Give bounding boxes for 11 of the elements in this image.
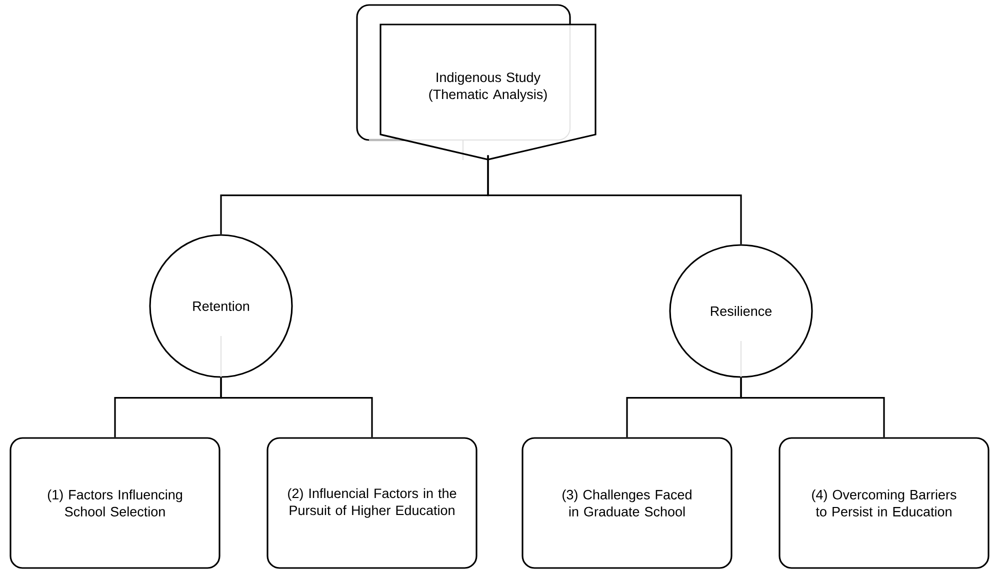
connector bbox=[740, 378, 885, 438]
rounded-box: (3) Challenges Faced in Graduate School bbox=[522, 437, 732, 569]
rounded-box: (2) Influencial Factors in the Pursuit of Higher Education bbox=[266, 437, 478, 569]
node-label: Indigenous Study (Thematic Analysis) bbox=[429, 72, 547, 102]
pentagon-box: Indigenous Study (Thematic Analysis) bbox=[356, 4, 596, 160]
ellipse-node: Resilience bbox=[669, 244, 813, 378]
rounded-box: (4) Overcoming Barriers to Persist in Education bbox=[778, 437, 990, 569]
connector bbox=[220, 378, 373, 438]
rounded-box: (1) Factors Influencing School Selection bbox=[10, 437, 220, 569]
connector bbox=[487, 155, 742, 244]
ellipse-node: Retention bbox=[149, 234, 293, 378]
